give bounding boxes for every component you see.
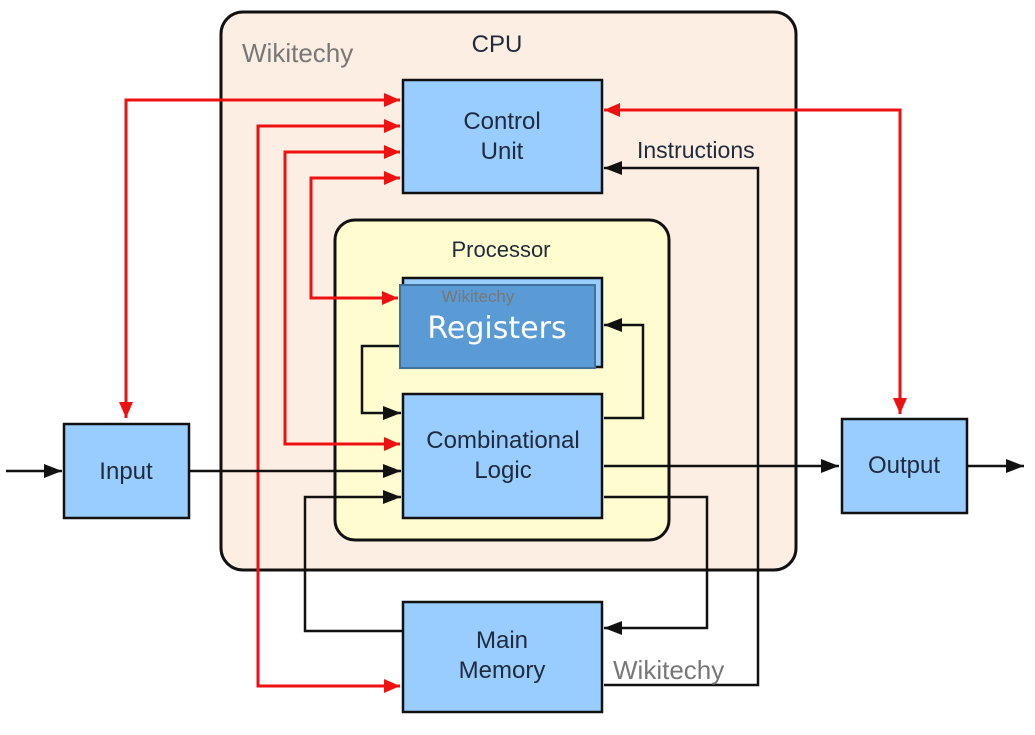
comb-to-registers: [604, 318, 645, 420]
memory-to-cu-instructions: [604, 161, 760, 687]
input-label: Input: [99, 458, 153, 485]
control-lines: [119, 93, 907, 693]
combinational-logic-block: Combinational Logic: [401, 392, 604, 520]
registers-block: Wikitechy Registers: [399, 276, 604, 369]
registers-to-comb: [360, 344, 402, 420]
main-memory-label-1: Main: [476, 627, 528, 654]
control-line-registers: [309, 176, 398, 305]
output-label: Output: [868, 452, 940, 479]
memory-to-comb: [303, 490, 402, 633]
control-unit-block: Control Unit: [401, 78, 604, 195]
control-unit-label-2: Unit: [481, 138, 524, 165]
processor-label: Processor: [451, 237, 550, 262]
control-unit-label-1: Control: [463, 108, 540, 135]
control-line-comb: [283, 150, 400, 451]
output-block: Output: [840, 417, 969, 515]
instructions-label: Instructions: [637, 137, 755, 163]
watermark-top: Wikitechy: [242, 38, 353, 68]
watermark-registers: Wikitechy: [442, 287, 515, 306]
control-line-memory: [256, 124, 400, 693]
main-memory-label-2: Memory: [459, 657, 546, 684]
control-line-output: [604, 103, 907, 414]
cpu-label: CPU: [472, 31, 523, 58]
comb-logic-label-1: Combinational: [426, 427, 579, 454]
comb-logic-label-2: Logic: [474, 457, 531, 484]
registers-label: Registers: [427, 311, 566, 346]
comb-to-memory: [604, 495, 709, 635]
main-memory-block: Main Memory: [401, 600, 604, 714]
watermark-bottom: Wikitechy: [613, 655, 724, 685]
data-lines: [6, 161, 1024, 687]
input-block: Input: [62, 422, 191, 520]
